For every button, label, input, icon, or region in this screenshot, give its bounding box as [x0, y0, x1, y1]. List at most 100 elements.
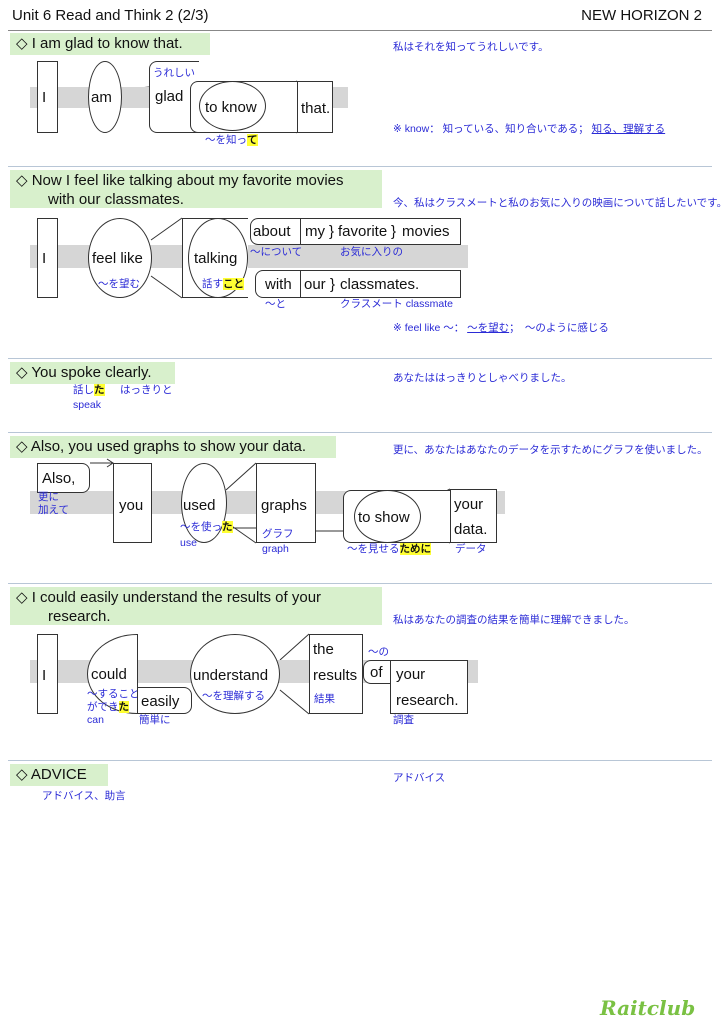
- about-phrase-box: about my } favorite } movies: [250, 218, 461, 245]
- gloss-of: 〜の: [368, 646, 389, 658]
- gloss-talking: 話すこと: [202, 278, 244, 291]
- divider: [137, 634, 138, 714]
- brace-icon: }: [329, 223, 335, 240]
- word-also: Also,: [42, 470, 76, 487]
- sentence-3: ◇ You spoke clearly.: [10, 362, 175, 384]
- divider: [300, 271, 301, 297]
- object-box: that.: [297, 81, 333, 133]
- object-box: graphs: [256, 463, 316, 543]
- gloss-glad: うれしい: [153, 67, 195, 79]
- word-to-show: to show: [358, 509, 410, 526]
- verb-ellipse: understand: [190, 634, 280, 714]
- gloss-favorite: お気に入りの: [340, 246, 403, 258]
- section-divider: [8, 358, 712, 359]
- subject-box: you: [113, 463, 152, 543]
- word-i: I: [42, 667, 47, 684]
- gloss-speak: speak: [73, 399, 102, 411]
- gloss-to-know: 〜を知って: [205, 134, 258, 147]
- word-my: my: [305, 223, 325, 240]
- word-with: with: [265, 276, 292, 293]
- to-know-ellipse: to know: [199, 81, 266, 131]
- sentence-1: ◇ I am glad to know that.: [10, 33, 210, 55]
- gloss-highlight: た: [222, 521, 233, 533]
- gloss-with: 〜と: [265, 298, 286, 310]
- word-feel-like: feel like: [92, 250, 143, 267]
- word-our: our: [304, 276, 326, 293]
- word-movies: movies: [402, 223, 450, 240]
- gloss-graphs: グラフ: [262, 528, 294, 540]
- brace-icon: }: [391, 223, 397, 240]
- textbook-name: NEW HORIZON 2: [581, 7, 702, 24]
- gloss-line: 加えて: [38, 504, 69, 516]
- gloss-graph: graph: [262, 543, 289, 555]
- sentence-line: ◇ I could easily understand the results …: [16, 589, 322, 606]
- to-show-ellipse: to show: [354, 490, 421, 543]
- brace-icon: }: [330, 276, 336, 293]
- word-favorite: favorite: [338, 223, 388, 240]
- gloss-highlight: て: [247, 134, 258, 146]
- word-the: the: [313, 641, 334, 658]
- word-understand: understand: [193, 667, 269, 684]
- gloss-research: 調査: [393, 714, 414, 726]
- translation-3: あなたははっきりとしゃべりました。: [393, 372, 572, 384]
- section-divider: [8, 583, 712, 584]
- gloss-results: 結果: [314, 693, 335, 705]
- word-your: your: [454, 496, 484, 513]
- gloss-to-show: 〜を見せるために: [347, 543, 431, 556]
- sentence-line: with our classmates.: [48, 191, 184, 208]
- word-your: your: [396, 666, 426, 683]
- verb-ellipse: used: [181, 463, 227, 543]
- word-could: could: [91, 666, 127, 683]
- sentence-5: ◇ I could easily understand the results …: [10, 587, 382, 625]
- gloss-highlight: た: [94, 384, 105, 396]
- gloss-understand: 〜を理解する: [202, 690, 265, 702]
- raitclub-logo: Raitclub: [600, 996, 696, 1020]
- gloss-clearly: はっきりと: [120, 384, 173, 396]
- adverb-box: Also,: [37, 463, 90, 493]
- translation-1: 私はそれを知ってうれしいです。: [393, 41, 549, 53]
- section-divider: [8, 432, 712, 433]
- gloss-text: 〜を使っ: [180, 521, 222, 533]
- verb-ellipse: feel like: [88, 218, 152, 298]
- gloss-line: 更に: [38, 491, 59, 503]
- word-i: I: [42, 250, 47, 267]
- adverb-box: easily: [137, 687, 192, 714]
- word-data: data.: [454, 521, 488, 538]
- sentence-2: ◇ Now I feel like talking about my favor…: [10, 170, 382, 208]
- note-meaning-underlined: 〜を望む: [467, 322, 510, 334]
- translation-advice: アドバイス: [393, 772, 446, 784]
- sentence-advice: ◇ ADVICE: [10, 764, 108, 786]
- gloss-line: 〜すること: [87, 688, 140, 700]
- subject-box: I: [37, 61, 58, 133]
- word-used: used: [183, 497, 216, 514]
- gloss-text: 〜を知っ: [205, 134, 247, 146]
- word-easily: easily: [141, 693, 180, 710]
- gloss-spoke: 話した: [73, 384, 105, 397]
- word-results: results: [313, 667, 358, 684]
- gloss-feel-like: 〜を望む: [98, 278, 140, 290]
- sentence-4: ◇ Also, you used graphs to show your dat…: [10, 436, 336, 458]
- word-graphs: graphs: [261, 497, 307, 514]
- verb-ellipse: am: [88, 61, 122, 133]
- object-box: your data.: [450, 489, 497, 543]
- note-prefix: ※ feel like 〜：: [393, 322, 465, 334]
- note-meaning: ； 〜のように感じる: [509, 322, 609, 334]
- word-research: research.: [396, 692, 459, 709]
- subject-box: I: [37, 634, 58, 714]
- word-i: I: [42, 89, 47, 106]
- gloss-advice: アドバイス、助言: [42, 790, 126, 802]
- word-to-know: to know: [205, 99, 257, 116]
- object-box: the results: [309, 634, 363, 714]
- section-divider: [8, 760, 712, 761]
- sentence-line: ◇ Now I feel like talking about my favor…: [16, 172, 344, 189]
- gloss-also: 更に加えて: [38, 491, 69, 517]
- of-box: of: [363, 660, 391, 684]
- gloss-data: データ: [455, 543, 487, 555]
- divider: [300, 219, 301, 244]
- translation-5: 私はあなたの調査の結果を簡単に理解できました。: [393, 614, 635, 626]
- word-you: you: [119, 497, 144, 514]
- gloss-use: use: [180, 537, 197, 549]
- header-divider: [8, 30, 712, 31]
- gloss-highlight: こと: [223, 278, 244, 290]
